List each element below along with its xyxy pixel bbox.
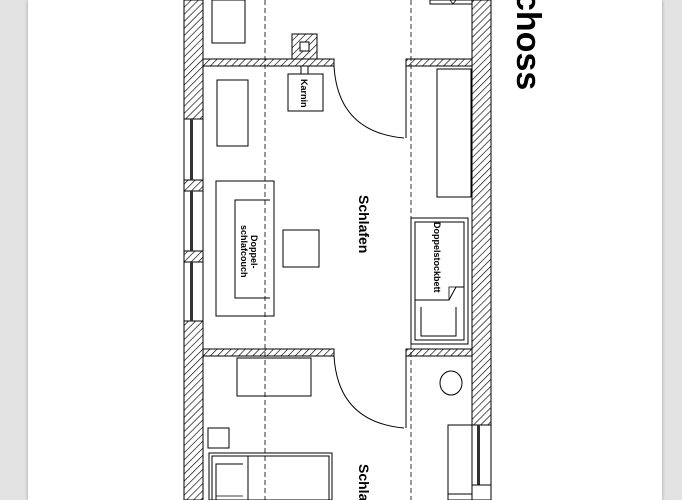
sofa-bed[interactable]: Doppel- schlafcouch — [215, 180, 275, 317]
door-bottom — [333, 355, 407, 429]
left-windows — [183, 118, 204, 322]
drawing-page — [28, 0, 662, 500]
dresser[interactable] — [447, 424, 473, 500]
door-top — [333, 65, 407, 139]
bunk-bed-label: Doppelstockbett — [432, 222, 442, 293]
fireplace-label: Karnin — [299, 79, 309, 108]
bunk-bed[interactable]: Doppelstockbett — [410, 217, 469, 345]
room-label-schlafen-lower: Schla — [356, 464, 372, 500]
round-table[interactable] — [439, 370, 463, 396]
fireplace[interactable]: Karnin — [287, 66, 324, 112]
side-table[interactable] — [282, 229, 320, 268]
corridor-lines — [264, 0, 412, 500]
sofa-bed-label-1: Doppel- — [249, 235, 259, 269]
wardrobe[interactable] — [436, 68, 472, 198]
nightstand-left[interactable] — [216, 79, 249, 147]
right-wall — [471, 0, 492, 500]
desk[interactable] — [236, 357, 312, 397]
floor-title: choss — [509, 0, 547, 90]
partition-top — [202, 58, 473, 67]
sofa-bed-label-2: schlafcouch — [239, 225, 249, 278]
nightstand-lower[interactable] — [207, 427, 230, 449]
partition-bottom — [202, 348, 473, 357]
chimney — [291, 33, 318, 60]
room-label-schlafen: Schlafen — [356, 195, 372, 253]
double-bed[interactable] — [208, 452, 333, 500]
top-right-furniture — [429, 0, 473, 5]
top-room-furniture — [211, 0, 246, 44]
